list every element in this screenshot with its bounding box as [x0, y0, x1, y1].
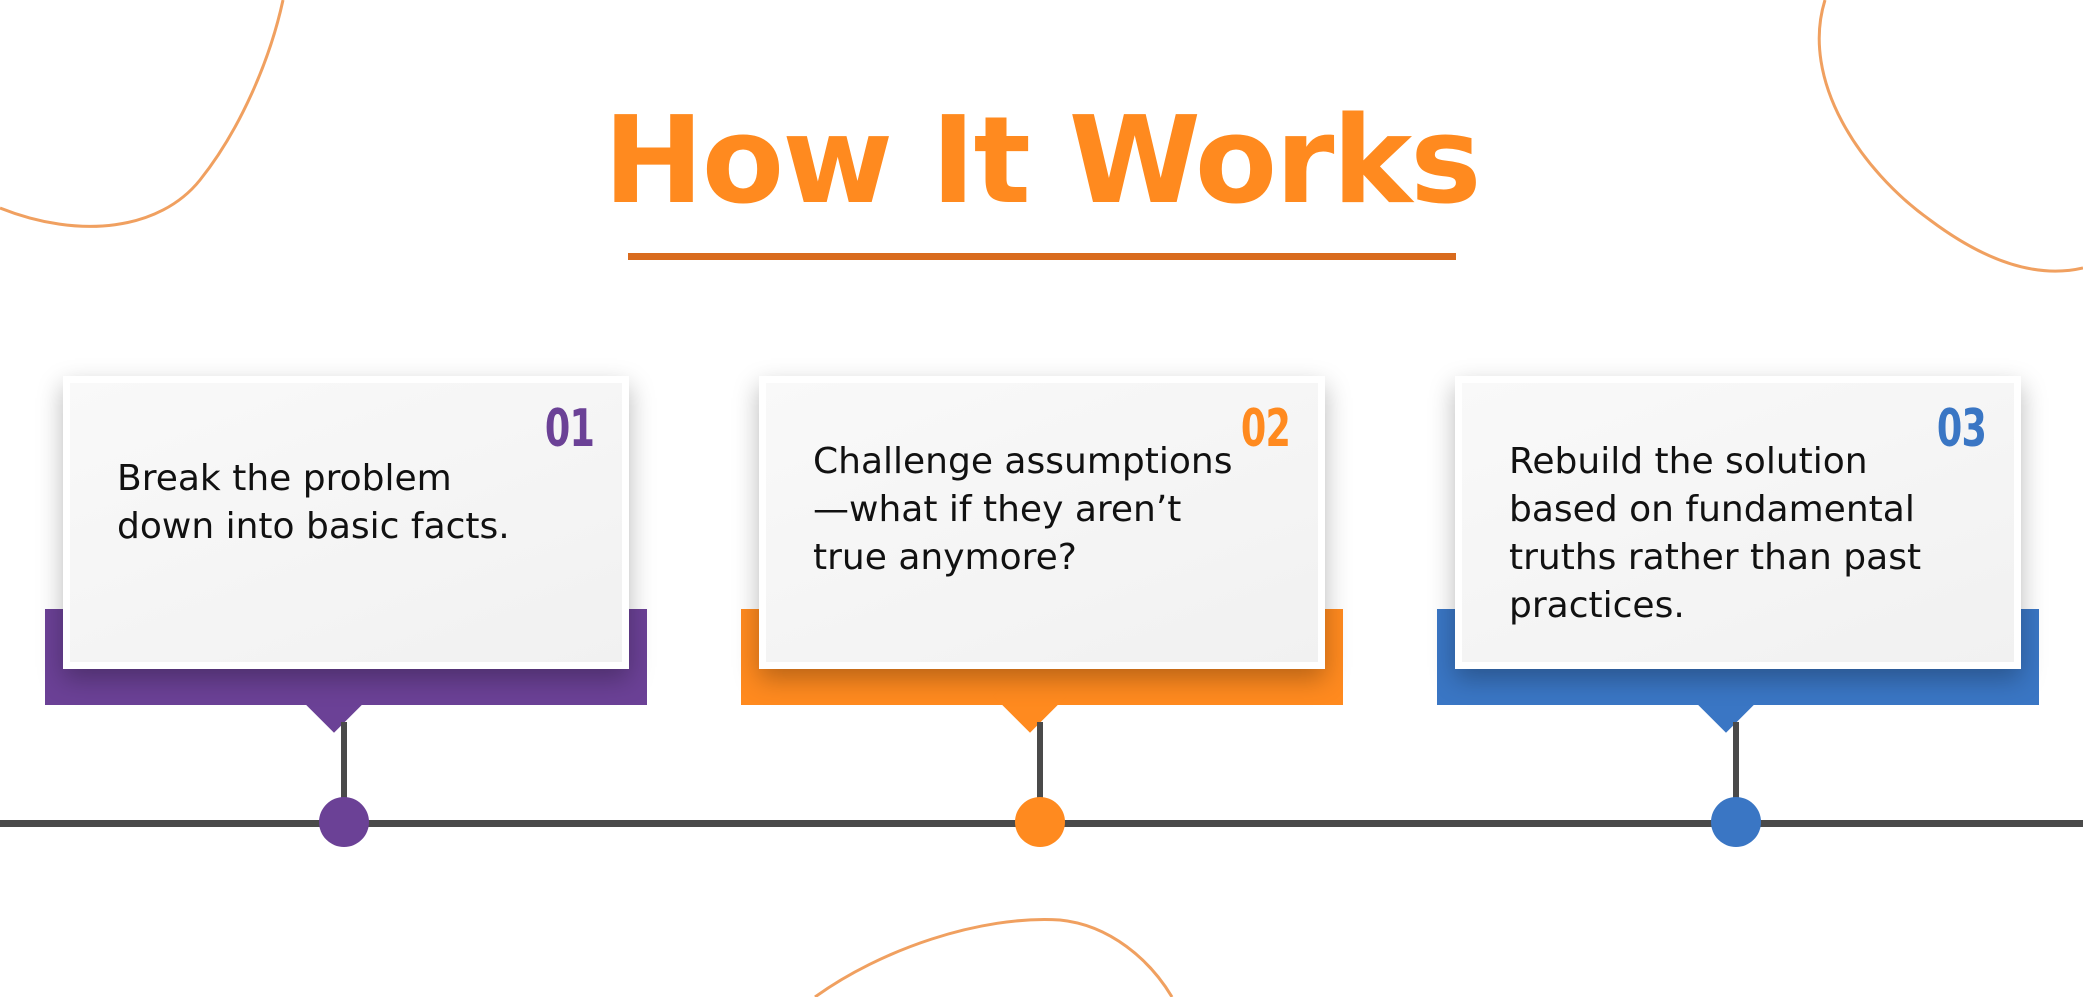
step-1-card: 01 Break the problem down into basic fac…	[63, 376, 629, 669]
step-1-description: Break the problem down into basic facts.	[117, 458, 510, 547]
step-3-connector	[1733, 722, 1739, 826]
step-2-card: 02 Challenge assumptions—what if they ar…	[759, 376, 1325, 669]
step-1-connector	[341, 722, 347, 826]
step-1: 01 Break the problem down into basic fac…	[45, 376, 647, 847]
step-1-number: 01	[544, 399, 595, 459]
step-3: 03 Rebuild the solution based on fundame…	[1437, 376, 2039, 847]
decorative-curve-top-left	[0, 0, 285, 228]
step-3-description: Rebuild the solution based on fundamenta…	[1509, 441, 1922, 626]
step-3-timeline-dot	[1711, 797, 1761, 847]
step-2-description: Challenge assumptions—what if they aren’…	[813, 441, 1233, 578]
step-2-number: 02	[1240, 399, 1291, 459]
step-3-card: 03 Rebuild the solution based on fundame…	[1455, 376, 2021, 669]
step-2-timeline-dot	[1015, 797, 1065, 847]
page-title: How It Works	[603, 92, 1481, 231]
step-2: 02 Challenge assumptions—what if they ar…	[741, 376, 1343, 847]
step-1-timeline-dot	[319, 797, 369, 847]
title-underline	[628, 253, 1456, 260]
step-2-connector	[1037, 722, 1043, 826]
step-3-number: 03	[1936, 399, 1987, 459]
decorative-curve-bottom	[814, 918, 1174, 997]
decorative-curve-top-right	[1817, 0, 2083, 273]
